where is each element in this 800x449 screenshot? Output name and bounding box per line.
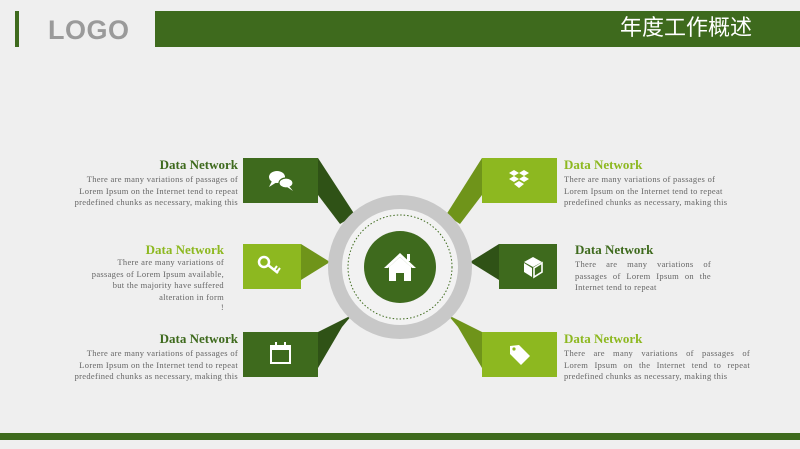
chat-bubbles-icon <box>269 171 294 191</box>
footer-bar <box>0 433 800 440</box>
item-bottom-right: Data Network There are many variations o… <box>564 331 750 383</box>
desc-line: There are many variations of <box>575 259 711 269</box>
header-bar <box>155 11 800 47</box>
desc-line: alteration in form <box>159 291 224 302</box>
dropbox-icon <box>509 170 529 188</box>
home-icon <box>384 253 416 281</box>
desc-line: predefined chunks as necessary, making t… <box>564 197 728 207</box>
desc-line: Lorem Ipsum on the Internet tend to repe… <box>79 185 238 196</box>
item-description: There are many variations of passages of… <box>564 174 742 209</box>
page-title: 年度工作概述 <box>619 16 752 41</box>
logo: LOGO <box>48 15 130 45</box>
desc-line: predefined chunks as necessary, making t… <box>564 371 728 381</box>
item-title: Data Network <box>159 157 238 172</box>
calendar-icon <box>270 342 291 364</box>
item-description: There are many variations of passages of… <box>60 348 238 383</box>
desc-line: Lorem Ipsum on the Internet tend to repe… <box>79 359 238 370</box>
tag-icon <box>510 345 530 365</box>
item-description: There are many variations of passages of… <box>60 174 238 209</box>
desc-line: predefined chunks as necessary, making t… <box>74 371 238 381</box>
cube-icon <box>524 257 543 279</box>
connector-bottom-right <box>448 315 482 368</box>
desc-line: There are many variations of passages of <box>564 348 750 358</box>
item-title: Data Network <box>159 331 238 346</box>
box-middle-left <box>243 244 301 289</box>
item-middle-right: Data Network There are many variations o… <box>575 242 711 294</box>
item-bottom-left: Data Network There are many variations o… <box>60 331 238 383</box>
item-description: There are many variations of passages of… <box>80 257 224 311</box>
item-title: Data Network <box>145 242 224 257</box>
desc-line: Internet tend to repeat <box>575 282 657 292</box>
box-bottom-left <box>243 332 318 377</box>
item-top-left: Data Network There are many variations o… <box>60 157 238 209</box>
desc-line: Lorem Ipsum on the Internet tend to repe… <box>564 185 723 196</box>
desc-line: but the majority have suffered <box>112 280 224 290</box>
connector-middle-right <box>470 244 499 280</box>
desc-line: There are many variations of passages of <box>86 174 238 184</box>
item-description: There are many variations of passages of… <box>564 348 750 383</box>
item-title: Data Network <box>564 331 643 346</box>
key-icon <box>257 255 281 274</box>
item-middle-left: Data Network There are many variations o… <box>80 242 224 311</box>
connector-bottom-left <box>318 315 352 368</box>
item-title: Data Network <box>564 157 643 172</box>
item-title: Data Network <box>575 242 654 257</box>
desc-line: There are many variations of <box>117 257 224 267</box>
item-description: There are many variations of passages of… <box>575 259 711 294</box>
center-dotted-ring <box>347 214 453 320</box>
desc-line: predefined chunks as necessary, making t… <box>74 197 238 207</box>
desc-line: passages of Lorem Ipsum available, <box>91 268 224 279</box>
connector-top-left <box>318 158 355 224</box>
desc-line: ! <box>220 302 224 312</box>
desc-line: There are many variations of passages of <box>564 174 716 184</box>
connector-middle-left <box>301 244 330 280</box>
desc-line: passages of Lorem Ipsum on the <box>575 270 711 281</box>
box-top-right <box>482 158 557 203</box>
item-top-right: Data Network There are many variations o… <box>564 157 742 209</box>
desc-line: There are many variations of passages of <box>86 348 238 358</box>
connector-top-right <box>446 158 482 224</box>
header-accent-bar <box>15 11 19 47</box>
desc-line: Lorem Ipsum on the Internet tend to repe… <box>564 359 750 370</box>
